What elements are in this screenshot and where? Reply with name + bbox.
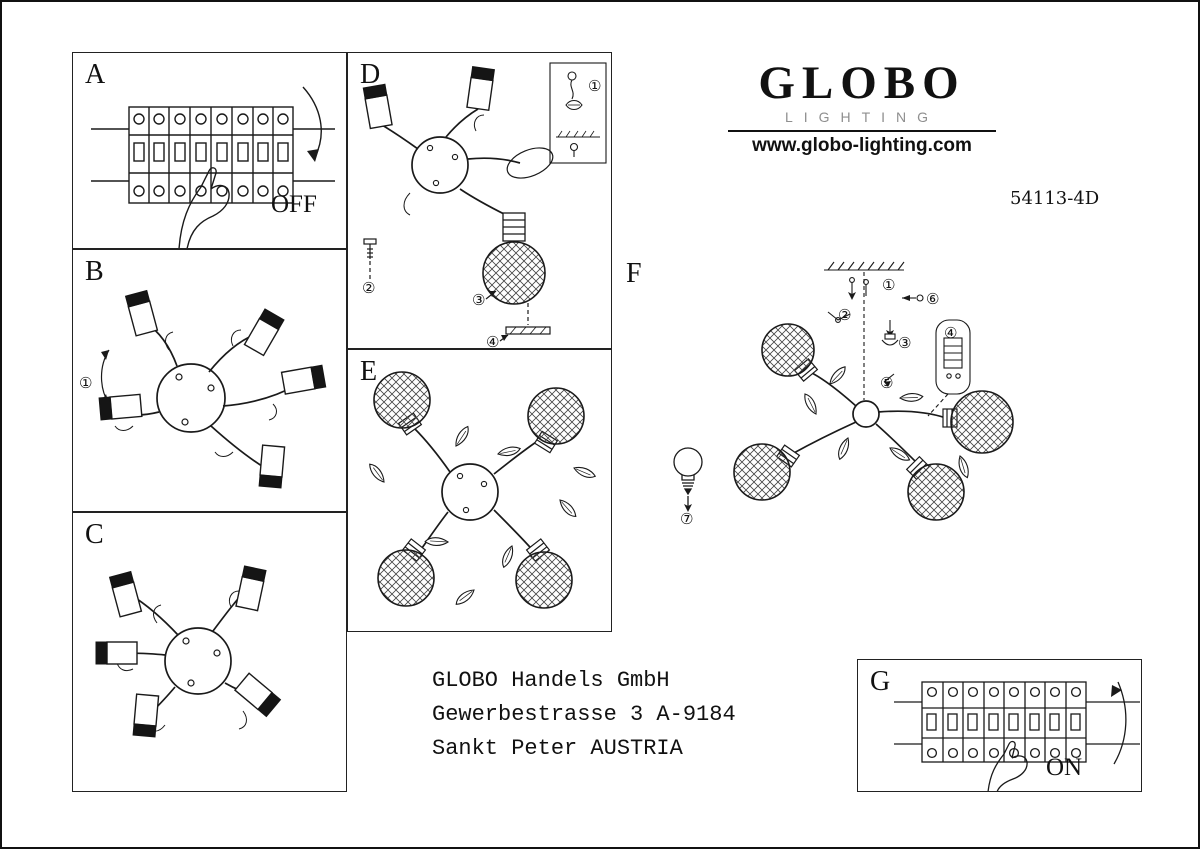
mounting-steps-diagram bbox=[362, 62, 607, 342]
panel-d: D bbox=[347, 52, 612, 349]
panel-e-label: E bbox=[360, 356, 378, 387]
step-marker-1: ① bbox=[588, 77, 602, 95]
exploded-view-diagram bbox=[673, 261, 1014, 521]
brand-website: www.globo-lighting.com bbox=[752, 134, 972, 156]
address-line-3: Sankt Peter AUSTRIA bbox=[432, 736, 683, 761]
breaker-off-diagram bbox=[91, 86, 335, 248]
brand-name: GLOBO bbox=[758, 57, 966, 109]
panel-f: ① ② ③ ④ ⑤ ⑥ ⑦ bbox=[642, 250, 1027, 585]
step-marker-5: ⑤ bbox=[880, 374, 894, 392]
panel-b: B bbox=[72, 249, 347, 512]
panel-e: E bbox=[347, 349, 612, 632]
panel-f-label: F bbox=[626, 258, 642, 289]
step-marker-4: ④ bbox=[944, 324, 958, 342]
panel-a-label: A bbox=[85, 59, 106, 90]
fixture-frame-diagram bbox=[98, 289, 327, 489]
panel-c-label: C bbox=[85, 519, 104, 550]
step-marker-6: ⑥ bbox=[926, 290, 940, 308]
fixture-frame-diagram-2 bbox=[95, 565, 282, 738]
step-marker-7: ⑦ bbox=[680, 510, 694, 528]
breaker-on-diagram bbox=[894, 681, 1140, 791]
address-line-2: Gewerbestrasse 3 A-9184 bbox=[432, 702, 736, 727]
on-caption: ON bbox=[1046, 754, 1083, 781]
panel-g-label: G bbox=[870, 666, 891, 697]
step-marker-2: ② bbox=[838, 306, 852, 324]
address-line-1: GLOBO Handels GmbH bbox=[432, 668, 670, 693]
model-number: 54113-4D bbox=[1010, 188, 1100, 209]
panel-d-label: D bbox=[360, 59, 381, 90]
logo-rule bbox=[728, 129, 996, 132]
panel-c: C bbox=[72, 512, 347, 792]
step-marker-1: ① bbox=[79, 374, 93, 392]
step-marker-2: ② bbox=[362, 279, 376, 297]
brand-logo: GLOBO LIGHTING www.globo-lighting.com bbox=[714, 57, 1010, 157]
step-marker-3: ③ bbox=[898, 334, 912, 352]
step-marker-3: ③ bbox=[472, 291, 486, 309]
manufacturer-address: GLOBO Handels GmbH Gewerbestrasse 3 A-91… bbox=[432, 664, 736, 766]
complete-fixture-diagram bbox=[368, 371, 596, 609]
brand-tagline: LIGHTING bbox=[784, 108, 940, 125]
step-marker-4: ④ bbox=[486, 333, 500, 349]
panel-g: G bbox=[857, 659, 1142, 792]
step-marker-1: ① bbox=[882, 276, 896, 294]
panel-a: A bbox=[72, 52, 347, 249]
off-caption: OFF bbox=[271, 191, 317, 218]
panel-b-label: B bbox=[85, 256, 104, 287]
